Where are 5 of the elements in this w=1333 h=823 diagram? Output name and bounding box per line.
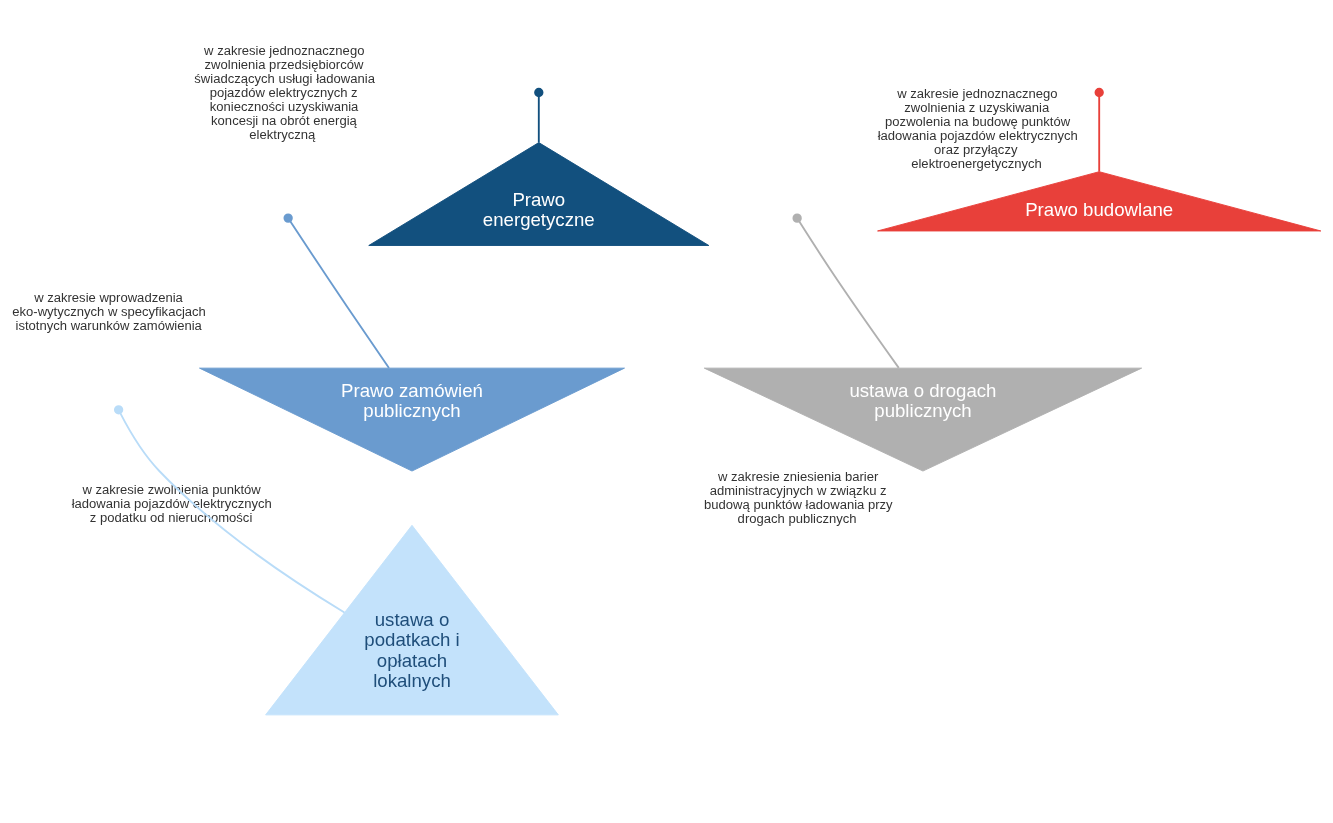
node-label: w zakresie zniesienia barier administracyjnych w związku z budową punktów ładowania przy drogach publicznych [704, 469, 893, 527]
node-label: w zakresie jednoznacznego zwolnienia z uzyskiwania pozwolenia na budowę punktów ładowania pojazdów elektrycznych oraz przyłączy elektroenergetycznych [877, 86, 1078, 172]
node-label: w zakresie jednoznacznego zwolnienia przedsiębiorców świadczących usługi ładowania pojazdów elektrycznych z konieczności uzyskiwania koncesji na obrót energią elektryczną [194, 43, 375, 143]
node-label: w zakresie zwolnienia punktów ładowania pojazdów elektrycznych z podatku od nieruchomości [71, 481, 272, 525]
node-label: w zakresie wprowadzenia eko-wytycznych w specyfikacjach istotnych warunków zamówienia [12, 290, 206, 334]
